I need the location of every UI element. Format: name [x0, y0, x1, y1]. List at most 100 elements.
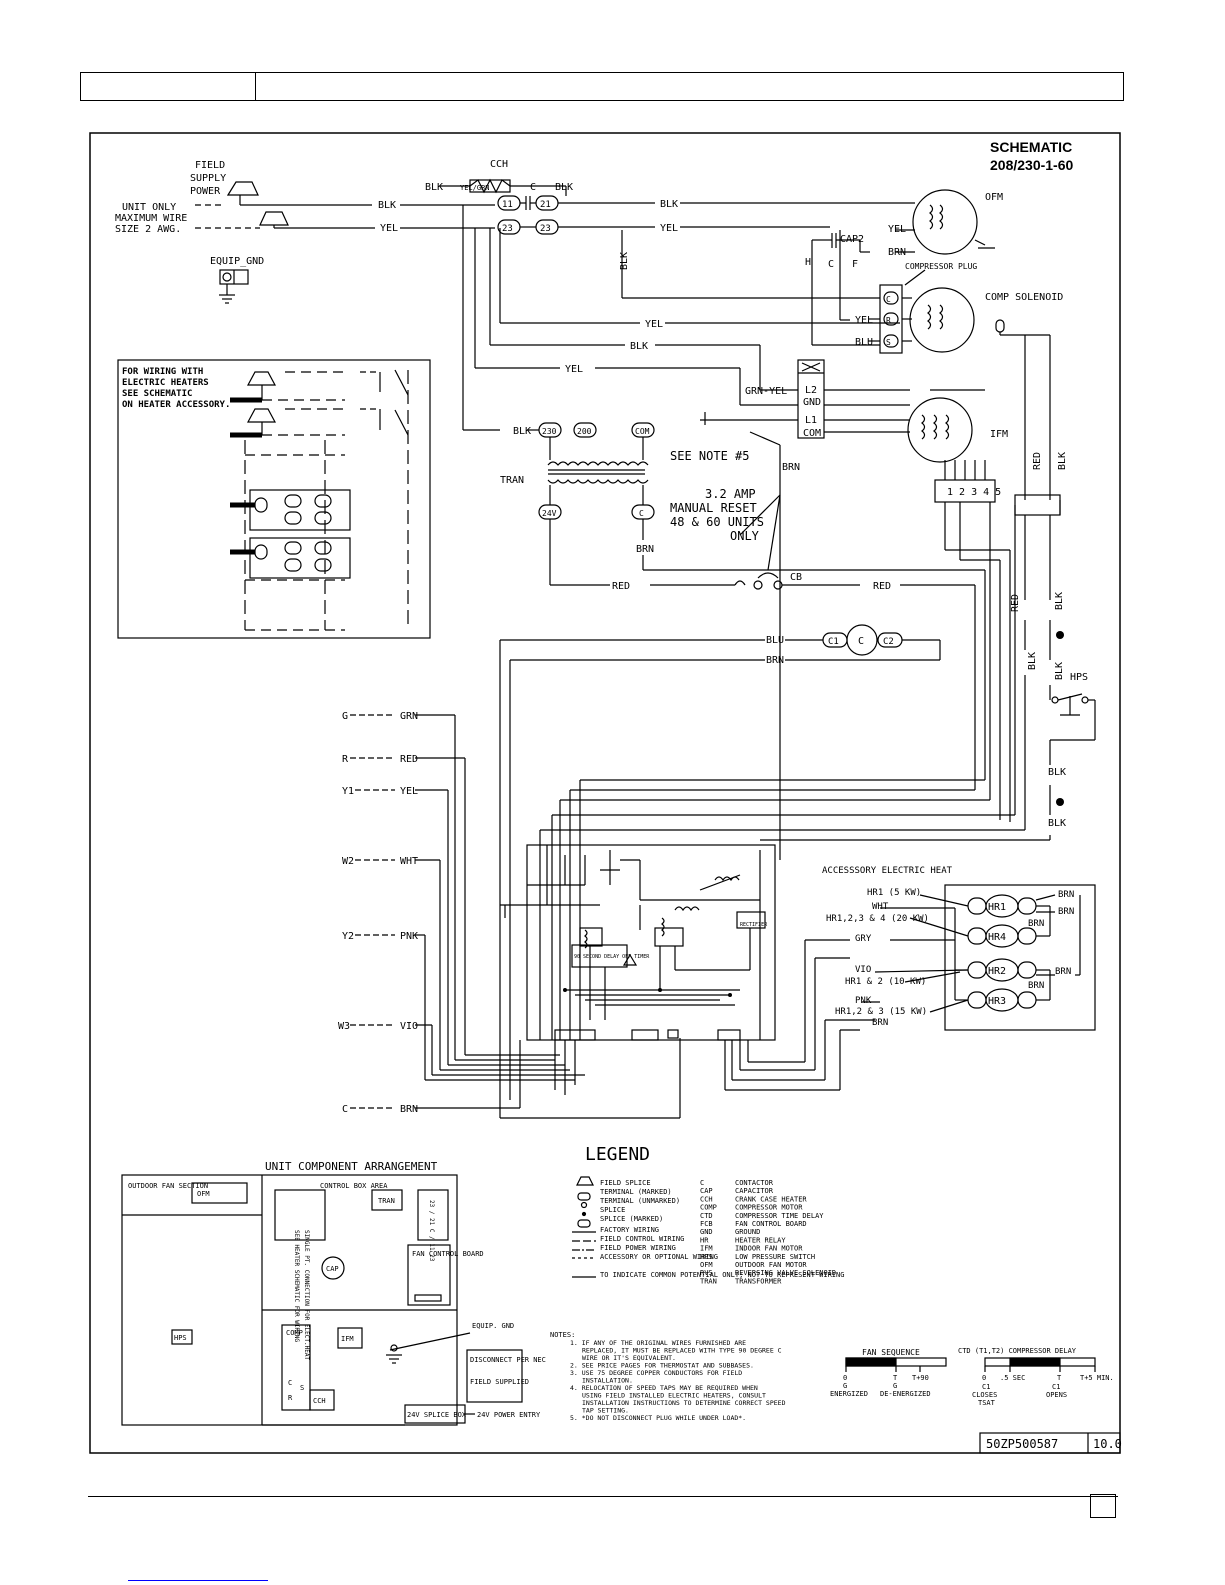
arr-single-pt: SINGLE PT. CONNECTION FOR ELECT.HEAT	[303, 1230, 310, 1360]
legend-abbr: CCH	[700, 1195, 713, 1203]
cap2-label: CAP2	[840, 234, 864, 245]
wire-label-blk: BLK	[619, 252, 630, 270]
terminal-c2: C2	[883, 637, 894, 647]
ifm-label: IFM	[990, 429, 1008, 440]
tran-label: TRAN	[500, 475, 524, 486]
drawing-rev: 10.0	[1093, 1437, 1122, 1451]
legend-abbr: COMP	[700, 1204, 717, 1212]
header-cell	[81, 73, 256, 100]
wire-label-blu: BLU	[855, 337, 873, 348]
heater-note-4: ON HEATER ACCESSORY.	[122, 400, 230, 410]
arrangement-title: UNIT COMPONENT ARRANGEMENT	[265, 1160, 438, 1173]
delay-timer-label: 90 SECOND DELAY OFF TIMER	[574, 954, 650, 960]
thermostat-y1: Y1	[342, 786, 354, 797]
arr-splice-box: 24V SPLICE BOX	[407, 1411, 467, 1419]
coil-hr3: HR3	[988, 996, 1006, 1007]
wire-label-blk: BLK	[1054, 662, 1065, 680]
coil-hr4: HR4	[988, 932, 1006, 943]
ctd-c1b: C1	[1052, 1383, 1060, 1391]
ctd-tsat: TSAT	[978, 1399, 996, 1407]
wire-label-blk: BLK	[1057, 452, 1068, 470]
legend-abbr: RVS	[700, 1269, 713, 1277]
ctd-opens: OPENS	[1046, 1391, 1067, 1399]
supply-label: SUPPLY	[190, 173, 226, 184]
coil-hr2: HR2	[988, 966, 1006, 977]
legend-abbr-meaning: COMPRESSOR TIME DELAY	[735, 1212, 824, 1220]
ctd-t05: .5 SEC	[1000, 1374, 1025, 1382]
coil-hr1: HR1	[988, 902, 1006, 913]
wire-label-yelgrn: YEL/GRN	[460, 184, 490, 192]
note-item: 2. SEE PRICE PAGES FOR THERMOSTAT AND SU…	[570, 1362, 754, 1370]
legend-abbr: IFM	[700, 1245, 713, 1253]
fan-seq-t0: 0	[843, 1374, 847, 1382]
unit-only-label: UNIT ONLY	[122, 202, 176, 213]
wire-label-brn: BRN	[1028, 981, 1044, 991]
wire-label-brn: BRN	[1028, 919, 1044, 929]
arr-s: S	[300, 1384, 304, 1392]
wire-label-grn: GRN	[400, 711, 418, 722]
legend-symbol: ACCESSORY OR OPTIONAL WIRING	[600, 1253, 718, 1261]
arr-disconnect: DISCONNECT PER NEC	[470, 1356, 546, 1364]
wire-label-blk: BLK	[1027, 652, 1038, 670]
ctd-t0: 0	[982, 1374, 986, 1382]
terminal-com: COM	[635, 427, 650, 436]
legend-abbr-meaning: CONTACTOR	[735, 1179, 774, 1187]
footer-rule	[88, 1496, 1118, 1497]
legend-abbr: FCB	[700, 1220, 713, 1228]
legend-abbr: HPS	[700, 1253, 713, 1261]
legend-symbol: FIELD CONTROL WIRING	[600, 1235, 684, 1243]
legend-symbol: TERMINAL (MARKED)	[600, 1188, 672, 1196]
wire-label-yel: YEL	[855, 315, 873, 326]
terminal-230: 230	[542, 427, 557, 436]
schematic-title: SCHEMATIC	[990, 139, 1072, 155]
legend-abbr-meaning: GROUND	[735, 1228, 760, 1236]
legend-abbr-meaning: REVERSING VALVE SOLENOID	[735, 1269, 836, 1277]
arr-ifm: IFM	[341, 1335, 354, 1343]
ctd-t: T	[1057, 1374, 1062, 1382]
legend-abbr-meaning: CRANK CASE HEATER	[735, 1195, 807, 1203]
arr-field-supplied: FIELD SUPPLIED	[470, 1378, 529, 1386]
legend-abbr-meaning: CAPACITOR	[735, 1187, 774, 1195]
drawing-number: 50ZP500587	[986, 1437, 1058, 1451]
fan-seq-energized: ENERGIZED	[830, 1390, 868, 1398]
cb-note-4: ONLY	[730, 529, 760, 543]
cb-note-1: 3.2 AMP	[705, 487, 756, 501]
fan-seq-title: FAN SEQUENCE	[862, 1348, 920, 1357]
wire-label-brn: BRN	[888, 247, 906, 258]
legend-abbr: TRAN	[700, 1277, 717, 1285]
cb-note-2: MANUAL RESET	[670, 501, 757, 515]
arr-ofm: OFM	[197, 1190, 210, 1198]
terminal-24v: 24V	[542, 509, 557, 518]
legend-abbr: OFM	[700, 1261, 713, 1269]
heater-note-3: SEE SCHEMATIC	[122, 389, 192, 399]
arr-c: C	[288, 1379, 292, 1387]
terminal-c-label: C	[530, 182, 536, 193]
fan-seq-t90: T+90	[912, 1374, 929, 1382]
wire-label-blk: BLK	[1054, 592, 1065, 610]
contactor-c: C	[858, 636, 864, 647]
legend-abbr: CAP	[700, 1187, 713, 1195]
terminal-gnd: GND	[803, 397, 821, 408]
heater-2-label: HR1,2,3 & 4 (20 KW)	[826, 914, 929, 924]
thermostat-g: G	[342, 711, 348, 722]
footer-link[interactable]	[128, 1580, 268, 1581]
legend-abbr-meaning: COMPRESSOR MOTOR	[735, 1204, 803, 1212]
plug-r: R	[886, 316, 891, 325]
wire-label-vio: VIO	[855, 965, 871, 975]
terminal-21: 21	[540, 200, 551, 210]
schematic-rating: 208/230-1-60	[990, 157, 1074, 173]
arr-power-entry: 24V POWER ENTRY	[477, 1411, 541, 1419]
compressor-plug-label: COMPRESSOR PLUG	[905, 262, 977, 271]
terminal-c-label: C	[828, 259, 834, 270]
terminal-23: 23	[540, 224, 551, 234]
wire-label-yel: YEL	[888, 224, 906, 235]
wire-label-blu: BLU	[766, 635, 784, 646]
wire-label-blk: BLK	[1048, 767, 1066, 778]
heater-note-2: ELECTRIC HEATERS	[122, 378, 209, 388]
legend-abbr: GND	[700, 1228, 713, 1236]
legend-symbol: TERMINAL (UNMARKED)	[600, 1197, 680, 1205]
wire-label-brn: BRN	[1058, 907, 1074, 917]
fan-seq-t: T	[893, 1374, 898, 1382]
arr-hps: HPS	[174, 1334, 187, 1342]
